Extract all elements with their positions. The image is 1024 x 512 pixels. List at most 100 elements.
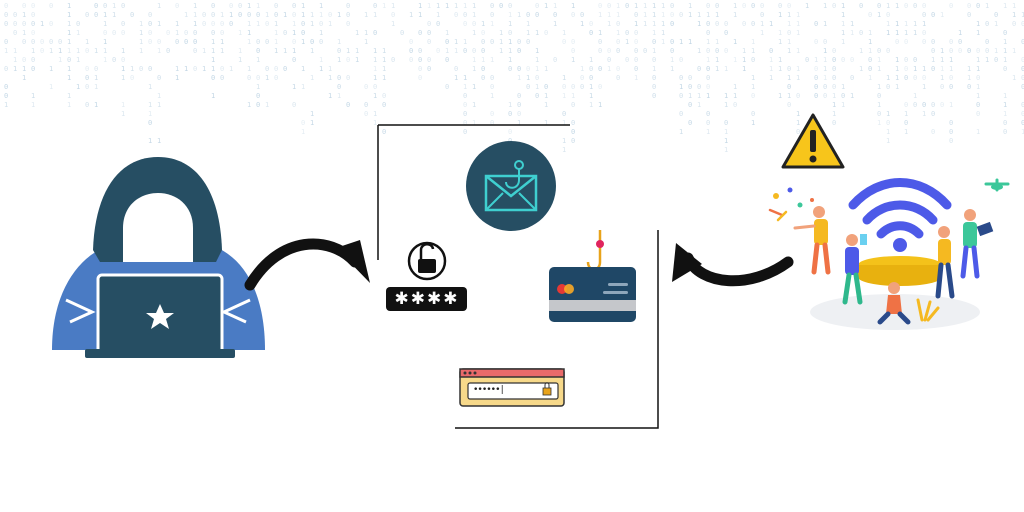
svg-text:0: 0 — [652, 83, 656, 91]
svg-text:1: 1 — [796, 65, 800, 73]
svg-text:0: 0 — [931, 110, 935, 118]
svg-text:0: 0 — [634, 38, 638, 46]
svg-text:1: 1 — [940, 56, 944, 64]
svg-text:0: 0 — [391, 56, 395, 64]
svg-text:1: 1 — [4, 101, 8, 109]
svg-text:1: 1 — [931, 56, 935, 64]
svg-text:0: 0 — [31, 11, 35, 19]
svg-text:0: 0 — [517, 110, 521, 118]
svg-text:1: 1 — [634, 74, 638, 82]
svg-text:1: 1 — [940, 11, 944, 19]
svg-text:0: 0 — [418, 47, 422, 55]
svg-text:0: 0 — [571, 83, 575, 91]
svg-text:0: 0 — [832, 47, 836, 55]
svg-text:0: 0 — [4, 92, 8, 100]
svg-text:1: 1 — [4, 47, 8, 55]
svg-text:0: 0 — [832, 83, 836, 91]
svg-text:1: 1 — [562, 119, 566, 127]
svg-text:1: 1 — [535, 47, 539, 55]
svg-text:1: 1 — [598, 29, 602, 37]
svg-text:1: 1 — [706, 128, 710, 136]
svg-text:0: 0 — [958, 47, 962, 55]
hooked-credit-card-icon — [549, 230, 636, 322]
svg-text:0: 0 — [103, 2, 107, 10]
svg-text:1: 1 — [364, 38, 368, 46]
svg-text:0: 0 — [598, 38, 602, 46]
svg-text:0: 0 — [490, 2, 494, 10]
svg-text:0: 0 — [949, 38, 953, 46]
svg-text:1: 1 — [445, 47, 449, 55]
svg-text:1: 1 — [886, 29, 890, 37]
svg-text:1: 1 — [823, 47, 827, 55]
svg-text:0: 0 — [409, 56, 413, 64]
svg-text:1: 1 — [778, 92, 782, 100]
svg-text:0: 0 — [346, 101, 350, 109]
svg-text:0: 0 — [481, 74, 485, 82]
svg-text:0: 0 — [1021, 74, 1024, 82]
svg-text:1: 1 — [220, 47, 224, 55]
svg-text:1: 1 — [22, 65, 26, 73]
svg-text:1: 1 — [67, 29, 71, 37]
svg-text:1: 1 — [319, 11, 323, 19]
svg-text:0: 0 — [778, 2, 782, 10]
svg-text:0: 0 — [670, 47, 674, 55]
svg-text:1: 1 — [652, 29, 656, 37]
svg-text:1: 1 — [112, 11, 116, 19]
svg-text:0: 0 — [265, 65, 269, 73]
svg-text:0: 0 — [1021, 38, 1024, 46]
svg-text:0: 0 — [625, 29, 629, 37]
svg-text:0: 0 — [40, 47, 44, 55]
svg-text:1: 1 — [643, 11, 647, 19]
svg-text:1: 1 — [661, 38, 665, 46]
svg-text:0: 0 — [427, 56, 431, 64]
svg-text:1: 1 — [877, 56, 881, 64]
svg-text:1: 1 — [157, 47, 161, 55]
svg-text:0: 0 — [364, 110, 368, 118]
svg-text:1: 1 — [850, 92, 854, 100]
svg-text:1: 1 — [760, 20, 764, 28]
svg-text:1: 1 — [535, 83, 539, 91]
svg-text:1: 1 — [337, 92, 341, 100]
svg-text:1: 1 — [976, 29, 980, 37]
svg-text:1: 1 — [121, 47, 125, 55]
svg-text:0: 0 — [751, 110, 755, 118]
warning-triangle-icon — [781, 113, 845, 169]
svg-text:0: 0 — [571, 11, 575, 19]
svg-text:0: 0 — [31, 56, 35, 64]
svg-text:0: 0 — [445, 38, 449, 46]
svg-text:0: 0 — [4, 2, 8, 10]
svg-text:0: 0 — [148, 38, 152, 46]
svg-text:1: 1 — [1003, 2, 1007, 10]
svg-text:1: 1 — [310, 110, 314, 118]
svg-text:1: 1 — [535, 56, 539, 64]
svg-text:0: 0 — [706, 110, 710, 118]
svg-text:0: 0 — [949, 119, 953, 127]
svg-text:0: 0 — [706, 20, 710, 28]
svg-text:0: 0 — [1003, 128, 1007, 136]
svg-text:0: 0 — [418, 74, 422, 82]
svg-text:1: 1 — [148, 83, 152, 91]
svg-text:0: 0 — [517, 47, 521, 55]
svg-text:1: 1 — [121, 65, 125, 73]
svg-text:1: 1 — [220, 11, 224, 19]
svg-text:1: 1 — [886, 128, 890, 136]
svg-text:1: 1 — [445, 29, 449, 37]
svg-text:1: 1 — [103, 38, 107, 46]
svg-text:1: 1 — [427, 2, 431, 10]
svg-text:1: 1 — [472, 101, 476, 109]
svg-text:1: 1 — [526, 29, 530, 37]
svg-text:1: 1 — [238, 29, 242, 37]
svg-text:1: 1 — [706, 11, 710, 19]
svg-text:1: 1 — [382, 47, 386, 55]
svg-text:1: 1 — [814, 56, 818, 64]
svg-text:0: 0 — [238, 2, 242, 10]
svg-text:0: 0 — [751, 20, 755, 28]
svg-text:1: 1 — [940, 47, 944, 55]
svg-text:0: 0 — [382, 92, 386, 100]
svg-text:0: 0 — [679, 110, 683, 118]
svg-text:1: 1 — [472, 83, 476, 91]
svg-text:1: 1 — [1003, 110, 1007, 118]
svg-text:0: 0 — [391, 11, 395, 19]
svg-text:0: 0 — [436, 47, 440, 55]
svg-text:1: 1 — [796, 20, 800, 28]
